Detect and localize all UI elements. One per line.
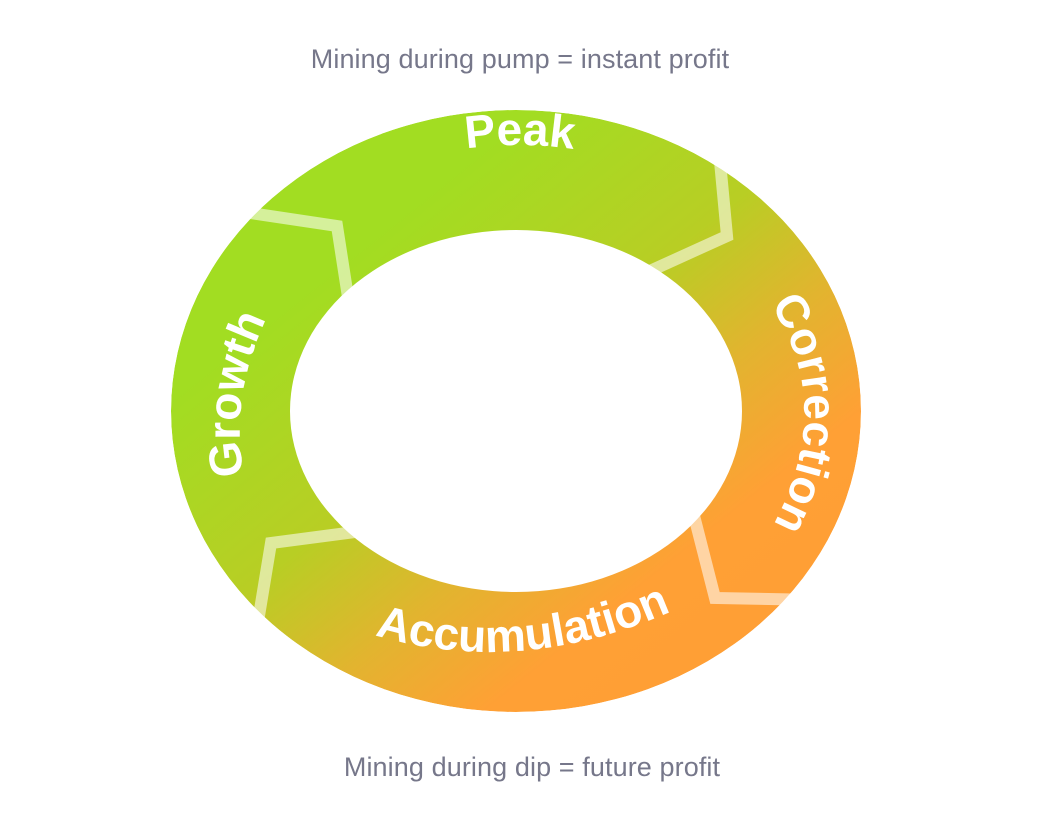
- divider-correction-accumulation: [684, 498, 821, 606]
- stage-label-peak: Peak: [462, 103, 579, 159]
- divider-growth-peak: [229, 204, 356, 311]
- caption-bottom: Mining during dip = future profit: [343, 752, 721, 782]
- divider-accumulation-growth: [249, 524, 371, 641]
- divider-peak-correction: [627, 139, 734, 286]
- caption-top: Mining during pump = instant profit: [310, 44, 730, 74]
